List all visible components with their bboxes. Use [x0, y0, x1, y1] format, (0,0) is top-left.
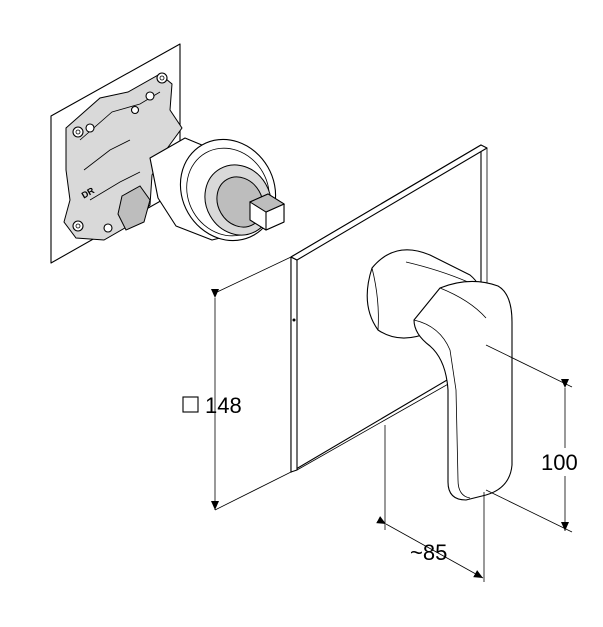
dimension-projection: ~85 [376, 425, 485, 582]
cartridge-spindle [248, 193, 286, 231]
mounting-screws [72, 72, 168, 233]
valve-casting [63, 73, 183, 241]
concealed-valve-body: DR [50, 43, 286, 264]
dimension-label-100: 100 [541, 450, 578, 475]
lever-handle [366, 249, 513, 501]
dimension-panel-size: 148 [182, 256, 292, 511]
dimension-handle-height: 100 [485, 344, 592, 533]
dimension-label-148: 148 [205, 393, 242, 418]
cover-plate-edge [290, 256, 298, 473]
square-symbol-icon [182, 396, 199, 413]
handle-lever [413, 280, 513, 501]
pipe-stub [117, 185, 151, 231]
dimension-label-85: ~85 [410, 540, 447, 565]
